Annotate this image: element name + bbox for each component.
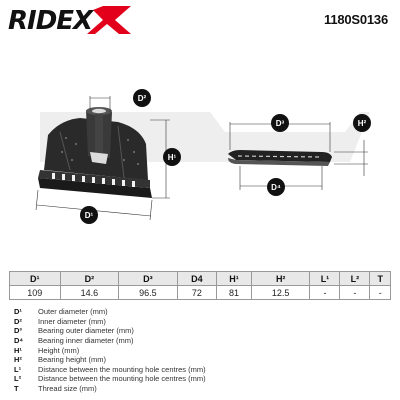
strut-mount-illustration <box>35 96 170 221</box>
table-cell: - <box>309 285 341 300</box>
table-header-row: D¹ D² D³ D4 H¹ H² L¹ L² T <box>9 271 391 286</box>
legend-key: D² <box>14 316 22 326</box>
badge-h1: H¹ <box>163 148 181 166</box>
legend-item: H² Bearing height (mm) <box>14 355 384 365</box>
table-header: L² <box>339 271 371 286</box>
table-cell: 109 <box>9 285 61 300</box>
legend-desc: Height (mm) <box>38 345 80 355</box>
badge-d2: D² <box>133 89 151 107</box>
ridex-logo <box>7 2 137 38</box>
badge-d3: D³ <box>271 114 289 132</box>
legend-key: H¹ <box>14 345 22 355</box>
table-header: H¹ <box>216 271 252 286</box>
table-header: D³ <box>118 271 178 286</box>
part-number: 1180S0136 <box>324 12 388 27</box>
legend-item: T Thread size (mm) <box>14 384 384 394</box>
table-row: 109 14.6 96.5 72 81 12.5 - - - <box>9 285 391 300</box>
legend-desc: Distance between the mounting hole centr… <box>38 374 206 384</box>
technical-drawing <box>0 40 400 265</box>
table-header: T <box>369 271 391 286</box>
legend-item: D³ Bearing outer diameter (mm) <box>14 326 384 336</box>
table-header: L¹ <box>309 271 341 286</box>
legend-item: H¹ Height (mm) <box>14 345 384 355</box>
legend-key: H² <box>14 355 22 365</box>
ridex-logo-swoosh <box>87 6 131 34</box>
bearing-illustration <box>228 122 368 190</box>
table-header: D² <box>59 271 120 286</box>
table-cell: 81 <box>216 285 252 300</box>
table-header: D4 <box>176 271 218 286</box>
legend-item: L² Distance between the mounting hole cen… <box>14 374 384 384</box>
legend-desc: Bearing outer diameter (mm) <box>38 326 134 336</box>
table-cell: - <box>339 285 371 300</box>
legend-desc: Inner diameter (mm) <box>38 316 106 326</box>
table-cell: - <box>369 285 391 300</box>
legend-item: D² Inner diameter (mm) <box>14 317 384 327</box>
legend-desc: Outer diameter (mm) <box>38 307 108 317</box>
legend-desc: Distance between the mounting hole centr… <box>38 364 206 374</box>
legend-desc: Bearing inner diameter (mm) <box>38 336 134 346</box>
legend-desc: Thread size (mm) <box>38 384 97 394</box>
table-header: H² <box>250 271 311 286</box>
legend-key: D³ <box>14 326 22 336</box>
table-cell: 12.5 <box>250 285 311 300</box>
legend-desc: Bearing height (mm) <box>38 355 106 365</box>
badge-h2: H² <box>353 114 371 132</box>
legend-item: L¹ Distance between the mounting hole cen… <box>14 365 384 375</box>
legend-item: D¹ Outer diameter (mm) <box>14 307 384 317</box>
table-cell: 96.5 <box>118 285 178 300</box>
legend-item: D⁴ Bearing inner diameter (mm) <box>14 336 384 346</box>
legend-key: T <box>14 384 19 394</box>
table-cell: 72 <box>176 285 218 300</box>
legend-key: L¹ <box>14 364 22 374</box>
brand-name: RIDEX <box>8 6 93 36</box>
legend-key: D¹ <box>14 307 22 317</box>
table-header: D¹ <box>9 271 61 286</box>
table-cell: 14.6 <box>59 285 120 300</box>
legend-key: D⁴ <box>14 336 24 346</box>
badge-d4: D⁴ <box>267 178 285 196</box>
legend-key: L² <box>14 374 22 384</box>
dimensions-table: D¹ D² D³ D4 H¹ H² L¹ L² T 109 14.6 96.5 … <box>9 271 391 300</box>
badge-d1: D¹ <box>80 206 98 224</box>
dimension-legend: D¹ Outer diameter (mm) D² Inner diameter (… <box>14 307 384 393</box>
